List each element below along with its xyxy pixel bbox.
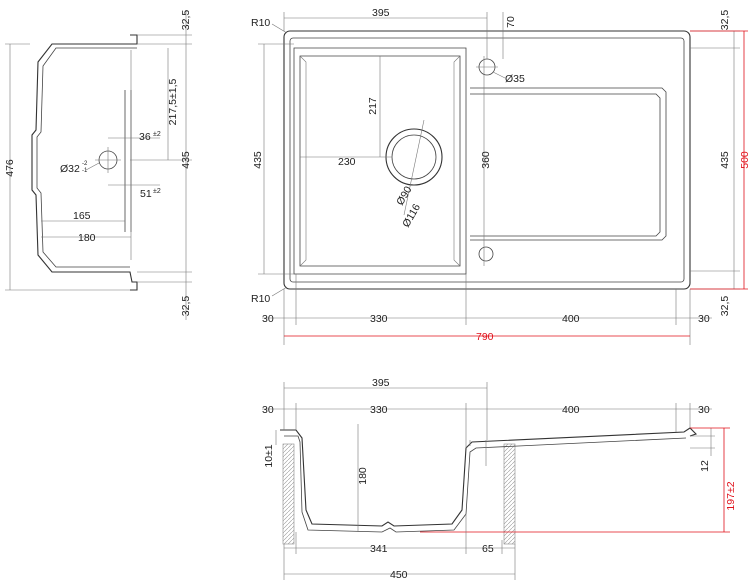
- r10-bot: R10: [251, 293, 270, 305]
- r10-top: R10: [251, 17, 270, 29]
- dim-30-left: 30: [262, 313, 274, 325]
- dim-32-5-bot: 32,5: [180, 296, 192, 317]
- dim-330-sec: 330: [370, 404, 388, 416]
- section-view: 395 30 330 400 30 10±1 180 12 197±2 341 …: [262, 377, 737, 581]
- dim-217-5: 217,5±1,5: [167, 79, 179, 126]
- dim-180-side: 180: [78, 232, 96, 244]
- svg-text:±2: ±2: [153, 188, 161, 195]
- dim-435-side: 435: [180, 151, 192, 169]
- dim-32-5-top: 32,5: [180, 10, 192, 31]
- dim-32-5-top-r: 32,5: [719, 10, 731, 31]
- sink-section-profile: [280, 427, 698, 527]
- dim-165: 165: [73, 210, 91, 222]
- side-profile-inner: [36, 47, 137, 268]
- svg-text:±2: ±2: [153, 131, 161, 138]
- dim-30-right-sec: 30: [698, 404, 710, 416]
- dim-51: 51: [140, 188, 152, 200]
- dim-400: 400: [562, 313, 580, 325]
- drainer-outline: [470, 87, 667, 241]
- dim-65: 65: [482, 543, 494, 555]
- dim-30-right: 30: [698, 313, 710, 325]
- dim-400-sec: 400: [562, 404, 580, 416]
- top-view: 395 70 R10 Ø35 217 230 360 Ø90 Ø116 435 …: [251, 7, 751, 345]
- dim-30-left-sec: 30: [262, 404, 274, 416]
- dim-450: 450: [390, 569, 408, 581]
- dim-10: 10±1: [263, 444, 275, 467]
- dim-435-right: 435: [719, 151, 731, 169]
- dim-790: 790: [476, 331, 494, 343]
- dim-435-left: 435: [252, 151, 264, 169]
- side-profile-outer: [31, 34, 138, 291]
- dim-180-sec: 180: [357, 467, 369, 485]
- dim-230: 230: [338, 156, 356, 168]
- drain-outer: [385, 128, 443, 186]
- dim-476: 476: [4, 159, 16, 177]
- dim-d32: Ø32: [60, 163, 80, 175]
- overflow-hole: [478, 246, 494, 262]
- dim-395-top: 395: [372, 7, 390, 19]
- dim-d35: Ø35: [505, 73, 525, 85]
- dim-12: 12: [699, 460, 711, 472]
- dim-36: 36: [139, 131, 151, 143]
- counter-right: [503, 443, 516, 545]
- dim-500: 500: [739, 151, 751, 169]
- dim-341: 341: [370, 543, 388, 555]
- dim-70: 70: [505, 16, 517, 28]
- dim-360: 360: [480, 151, 492, 169]
- dim-197: 197±2: [725, 481, 737, 510]
- svg-text:-1: -1: [82, 168, 88, 174]
- dim-330: 330: [370, 313, 388, 325]
- dim-217-top: 217: [367, 97, 379, 115]
- dim-32-5-bot-r: 32,5: [719, 296, 731, 317]
- drain-inner: [391, 134, 437, 180]
- side-view: 476 32,5 217,5±1,5 435 32,5 36 ±2 Ø32 -2…: [4, 10, 192, 320]
- counter-left: [282, 443, 295, 545]
- svg-text:-2: -2: [82, 161, 88, 167]
- dim-395-sec: 395: [372, 377, 390, 389]
